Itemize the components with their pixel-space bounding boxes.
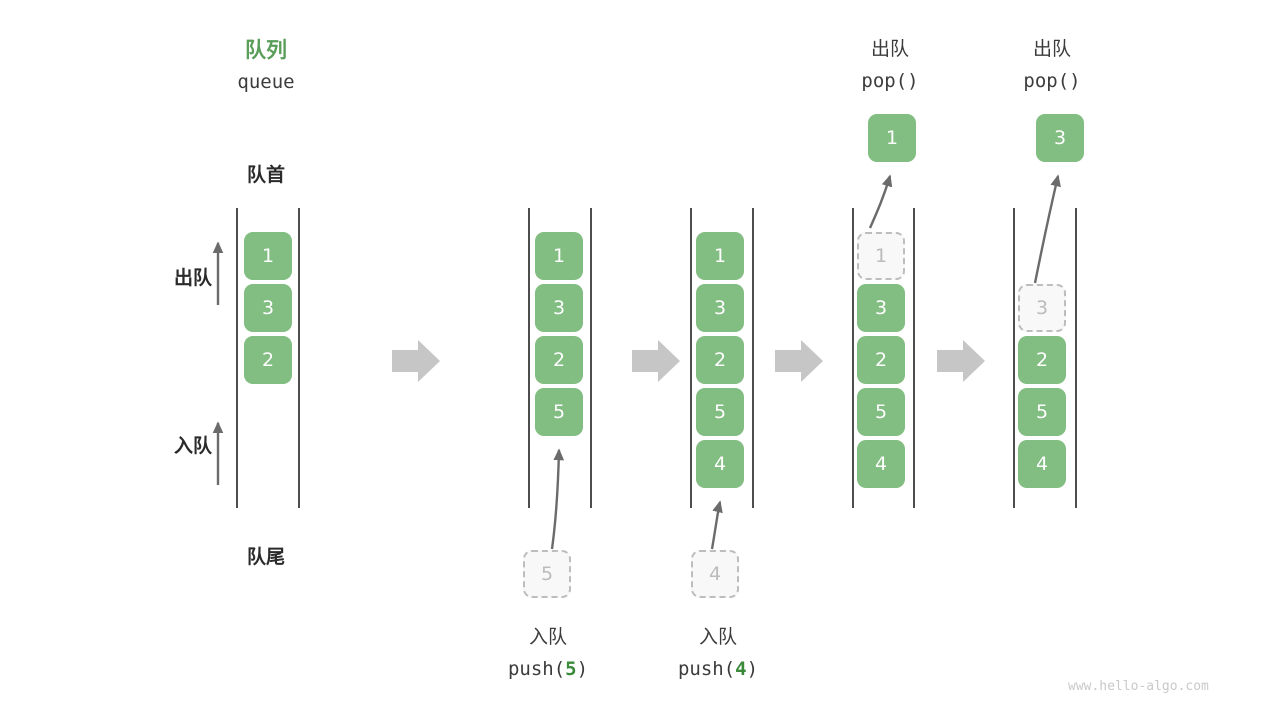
queue-cell-popped: 1 (868, 114, 916, 162)
queue-head-label: 队首 (246, 165, 285, 186)
queue-cell-pushed: 5 (535, 388, 583, 436)
queue-cell: 4 (1018, 440, 1066, 488)
queue-rail-right (913, 208, 915, 508)
queue-cell-ghost: 1 (857, 232, 905, 280)
queue-cell-ghost: 3 (1018, 284, 1066, 332)
queue-rail-right (298, 208, 300, 508)
queue-rail-left (690, 208, 692, 508)
step-arrow-3 (775, 340, 823, 382)
step-arrow-4 (937, 340, 985, 382)
queue-cell: 3 (857, 284, 905, 332)
step-arrow-1 (392, 340, 440, 382)
queue-cell-pushed: 4 (696, 440, 744, 488)
queue-cell: 5 (857, 388, 905, 436)
operation-label-code: push(5) (448, 658, 648, 680)
enqueue-direction-label: 入队 (173, 436, 212, 457)
queue-cell: 4 (857, 440, 905, 488)
queue-cell: 2 (857, 336, 905, 384)
operation-label-cn: 入队 (528, 627, 567, 648)
queue-cell: 3 (535, 284, 583, 332)
queue-cell: 1 (535, 232, 583, 280)
queue-cell: 2 (1018, 336, 1066, 384)
push-arrow-4 (710, 500, 723, 550)
dequeue-direction-label: 出队 (173, 268, 212, 289)
operation-label-code: pop() (1023, 70, 1081, 92)
push-arrow-5 (550, 448, 565, 550)
queue-rail-right (1075, 208, 1077, 508)
queue-cell: 3 (696, 284, 744, 332)
queue-cell-popped: 3 (1036, 114, 1084, 162)
operation-code-suffix: ) (576, 658, 589, 680)
pop-arrow-3 (1033, 174, 1061, 284)
operation-code-arg: 4 (735, 658, 747, 680)
queue-cell: 1 (244, 232, 292, 280)
operation-label-cn: 入队 (698, 627, 737, 648)
queue-cell: 5 (696, 388, 744, 436)
queue-rail-right (590, 208, 592, 508)
queue-rail-left (236, 208, 238, 508)
operation-label-code: pop() (861, 70, 919, 92)
queue-rail-left (1013, 208, 1015, 508)
queue-cell: 2 (696, 336, 744, 384)
operation-label-code: push(4) (618, 658, 818, 680)
operation-label-cn: 出队 (1032, 39, 1071, 60)
queue-cell: 5 (1018, 388, 1066, 436)
queue-cell-ghost: 4 (691, 550, 739, 598)
queue-rail-right (752, 208, 754, 508)
diagram-title-en: queue (237, 71, 295, 93)
operation-label-cn: 出队 (870, 39, 909, 60)
queue-cell: 2 (535, 336, 583, 384)
queue-cell: 2 (244, 336, 292, 384)
queue-cell-ghost: 5 (523, 550, 571, 598)
watermark: www.hello-algo.com (1068, 679, 1209, 694)
queue-cell: 1 (696, 232, 744, 280)
queue-rail-left (528, 208, 530, 508)
operation-code-prefix: push( (507, 658, 566, 680)
diagram-title-cn: 队列 (245, 39, 287, 62)
queue-tail-label: 队尾 (246, 547, 285, 568)
operation-code-prefix: push( (677, 658, 736, 680)
queue-rail-left (852, 208, 854, 508)
operation-code-suffix: ) (746, 658, 759, 680)
pop-arrow-1 (868, 174, 893, 229)
step-arrow-2 (632, 340, 680, 382)
queue-cell: 3 (244, 284, 292, 332)
operation-code-arg: 5 (565, 658, 577, 680)
